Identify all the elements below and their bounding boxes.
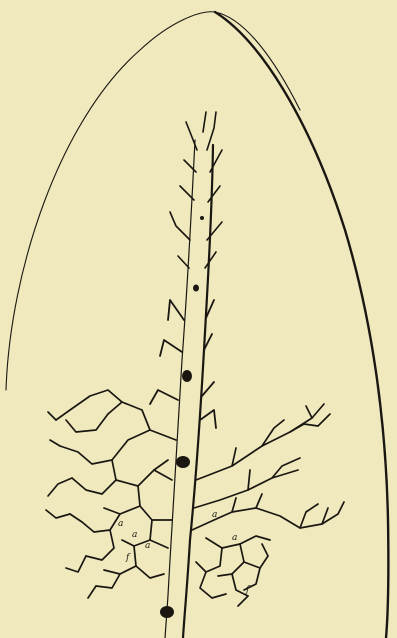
dot-5 [160, 606, 174, 618]
label-a-5: a [232, 533, 237, 543]
leaf-outline-left [6, 12, 300, 390]
label-a-1: a [118, 519, 123, 529]
label-a-4: a [212, 510, 217, 520]
label-a-3: a [145, 541, 150, 551]
label-f-1: f [125, 553, 131, 563]
dot-4 [176, 456, 190, 468]
left-network [46, 390, 176, 598]
midrib-left-edge [165, 140, 195, 638]
label-a-2: a [132, 530, 137, 540]
dot-3 [182, 370, 192, 382]
dot-2 [193, 285, 199, 292]
dot-1 [200, 216, 204, 220]
right-network [192, 404, 344, 606]
apex-branches [170, 112, 222, 268]
